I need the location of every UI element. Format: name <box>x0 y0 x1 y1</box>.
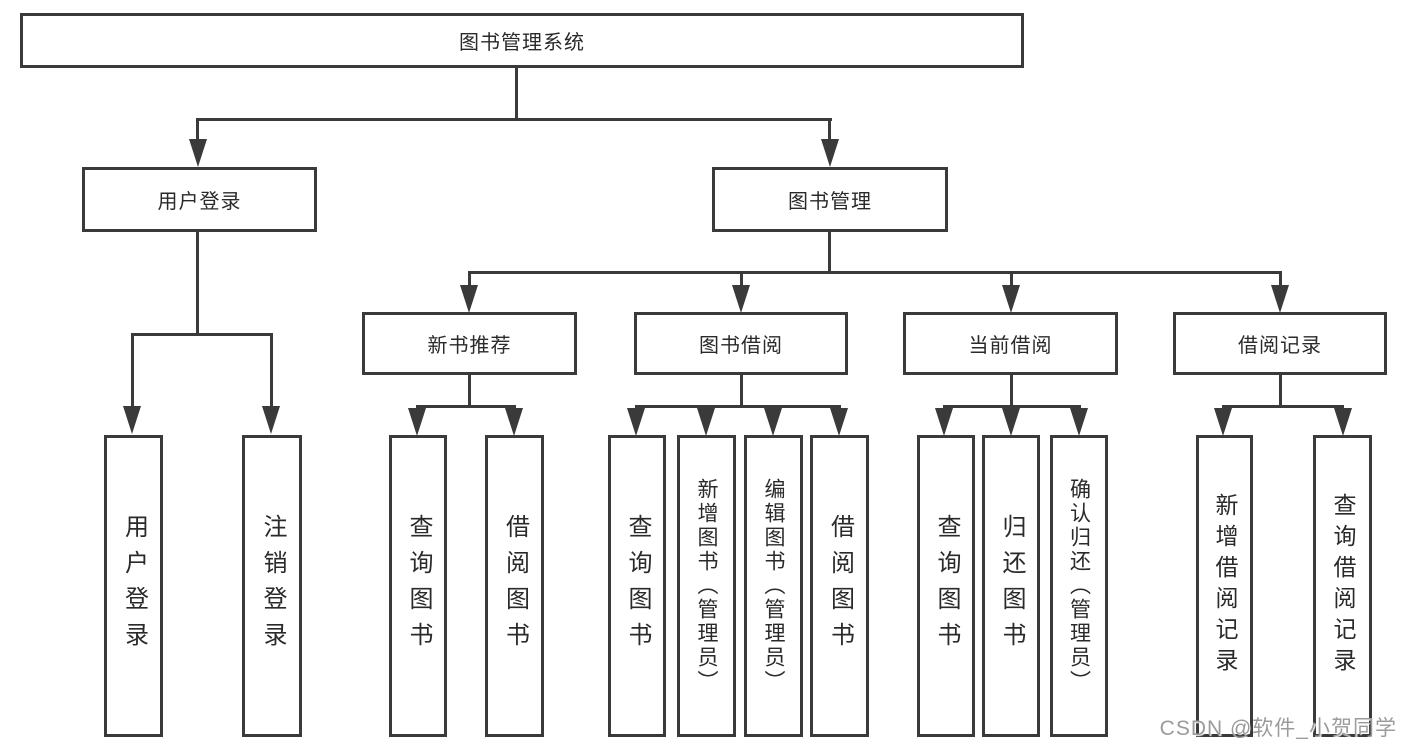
node-label: 用户登录 <box>120 514 148 658</box>
arrow-down-icon <box>408 408 426 436</box>
connector-line <box>196 118 199 142</box>
node-borrow-records: 借阅记录 <box>1173 312 1387 375</box>
node-label: 查询图书 <box>933 514 960 658</box>
node-label: 图书管理系统 <box>459 32 585 54</box>
connector-line <box>131 333 273 336</box>
node-label: 确认归还（管理员） <box>1067 478 1091 694</box>
connector-line <box>468 271 471 289</box>
leaf-borrow-books: 借阅图书 <box>810 435 869 737</box>
connector-line <box>1222 405 1344 408</box>
node-root-system: 图书管理系统 <box>20 13 1024 68</box>
arrow-down-icon <box>189 139 207 167</box>
arrow-down-icon <box>1070 408 1088 436</box>
arrow-down-icon <box>262 406 280 434</box>
node-label: 新增图书（管理员） <box>695 478 718 694</box>
arrow-down-icon <box>764 408 782 436</box>
node-new-book-recommend: 新书推荐 <box>362 312 577 375</box>
node-label: 图书借阅 <box>699 335 783 357</box>
arrow-down-icon <box>697 408 715 436</box>
node-label: 借阅记录 <box>1238 335 1322 357</box>
arrow-down-icon <box>460 285 478 313</box>
node-book-borrow: 图书借阅 <box>634 312 848 375</box>
node-label: 借阅图书 <box>501 514 529 658</box>
arrow-down-icon <box>1214 408 1232 436</box>
connector-line <box>740 271 743 289</box>
leaf-query-books-current: 查询图书 <box>917 435 975 737</box>
node-label: 归还图书 <box>998 514 1025 658</box>
arrow-down-icon <box>1002 408 1020 436</box>
node-current-borrow: 当前借阅 <box>903 312 1118 375</box>
connector-line <box>1279 271 1282 289</box>
node-label: 借阅图书 <box>826 514 854 658</box>
node-label: 图书管理 <box>788 191 872 213</box>
node-user-login: 用户登录 <box>82 167 317 232</box>
arrow-down-icon <box>627 408 645 436</box>
arrow-down-icon <box>1002 285 1020 313</box>
node-book-management: 图书管理 <box>712 167 948 232</box>
leaf-edit-books-admin: 编辑图书（管理员） <box>744 435 803 737</box>
arrow-down-icon <box>123 406 141 434</box>
node-label: 用户登录 <box>157 191 242 213</box>
arrow-down-icon <box>935 408 953 436</box>
arrow-down-icon <box>732 285 750 313</box>
connector-line <box>740 375 743 408</box>
arrow-down-icon <box>1334 408 1352 436</box>
node-label: 新增借阅记录 <box>1212 493 1238 679</box>
connector-line <box>1010 271 1013 289</box>
arrow-down-icon <box>821 139 839 167</box>
node-label: 新书推荐 <box>427 335 512 357</box>
node-label: 查询图书 <box>624 514 651 658</box>
connector-line <box>131 333 134 409</box>
node-label: 查询图书 <box>405 514 432 658</box>
connector-line <box>270 333 273 409</box>
connector-line <box>635 405 841 408</box>
leaf-query-books-recommend: 查询图书 <box>389 435 447 737</box>
connector-line <box>1279 375 1282 408</box>
connector-line <box>416 405 516 408</box>
node-label: 编辑图书（管理员） <box>762 478 785 694</box>
connector-line <box>468 375 471 408</box>
connector-line <box>196 118 832 121</box>
connector-line <box>943 405 1081 408</box>
arrow-down-icon <box>505 408 523 436</box>
arrow-down-icon <box>1271 285 1289 313</box>
connector-line <box>828 118 831 142</box>
leaf-user-login: 用户登录 <box>104 435 163 737</box>
arrow-down-icon <box>830 408 848 436</box>
leaf-add-books-admin: 新增图书（管理员） <box>677 435 736 737</box>
leaf-query-books-borrow: 查询图书 <box>608 435 666 737</box>
node-label: 注销登录 <box>259 514 286 658</box>
connector-line <box>515 68 518 120</box>
node-label: 当前借阅 <box>968 335 1053 357</box>
connector-line <box>1010 375 1013 408</box>
leaf-confirm-return-admin: 确认归还（管理员） <box>1050 435 1108 737</box>
leaf-borrow-books-recommend: 借阅图书 <box>485 435 544 737</box>
leaf-add-borrow-record: 新增借阅记录 <box>1196 435 1253 737</box>
leaf-return-books: 归还图书 <box>982 435 1040 737</box>
leaf-logout: 注销登录 <box>242 435 302 737</box>
node-label: 查询借阅记录 <box>1330 493 1356 679</box>
connector-line <box>196 232 199 336</box>
connector-line <box>468 271 1282 274</box>
csdn-watermark: CSDN @软件_小贺同学 <box>1159 717 1397 740</box>
connector-line <box>828 232 831 274</box>
leaf-query-borrow-record: 查询借阅记录 <box>1313 435 1372 737</box>
